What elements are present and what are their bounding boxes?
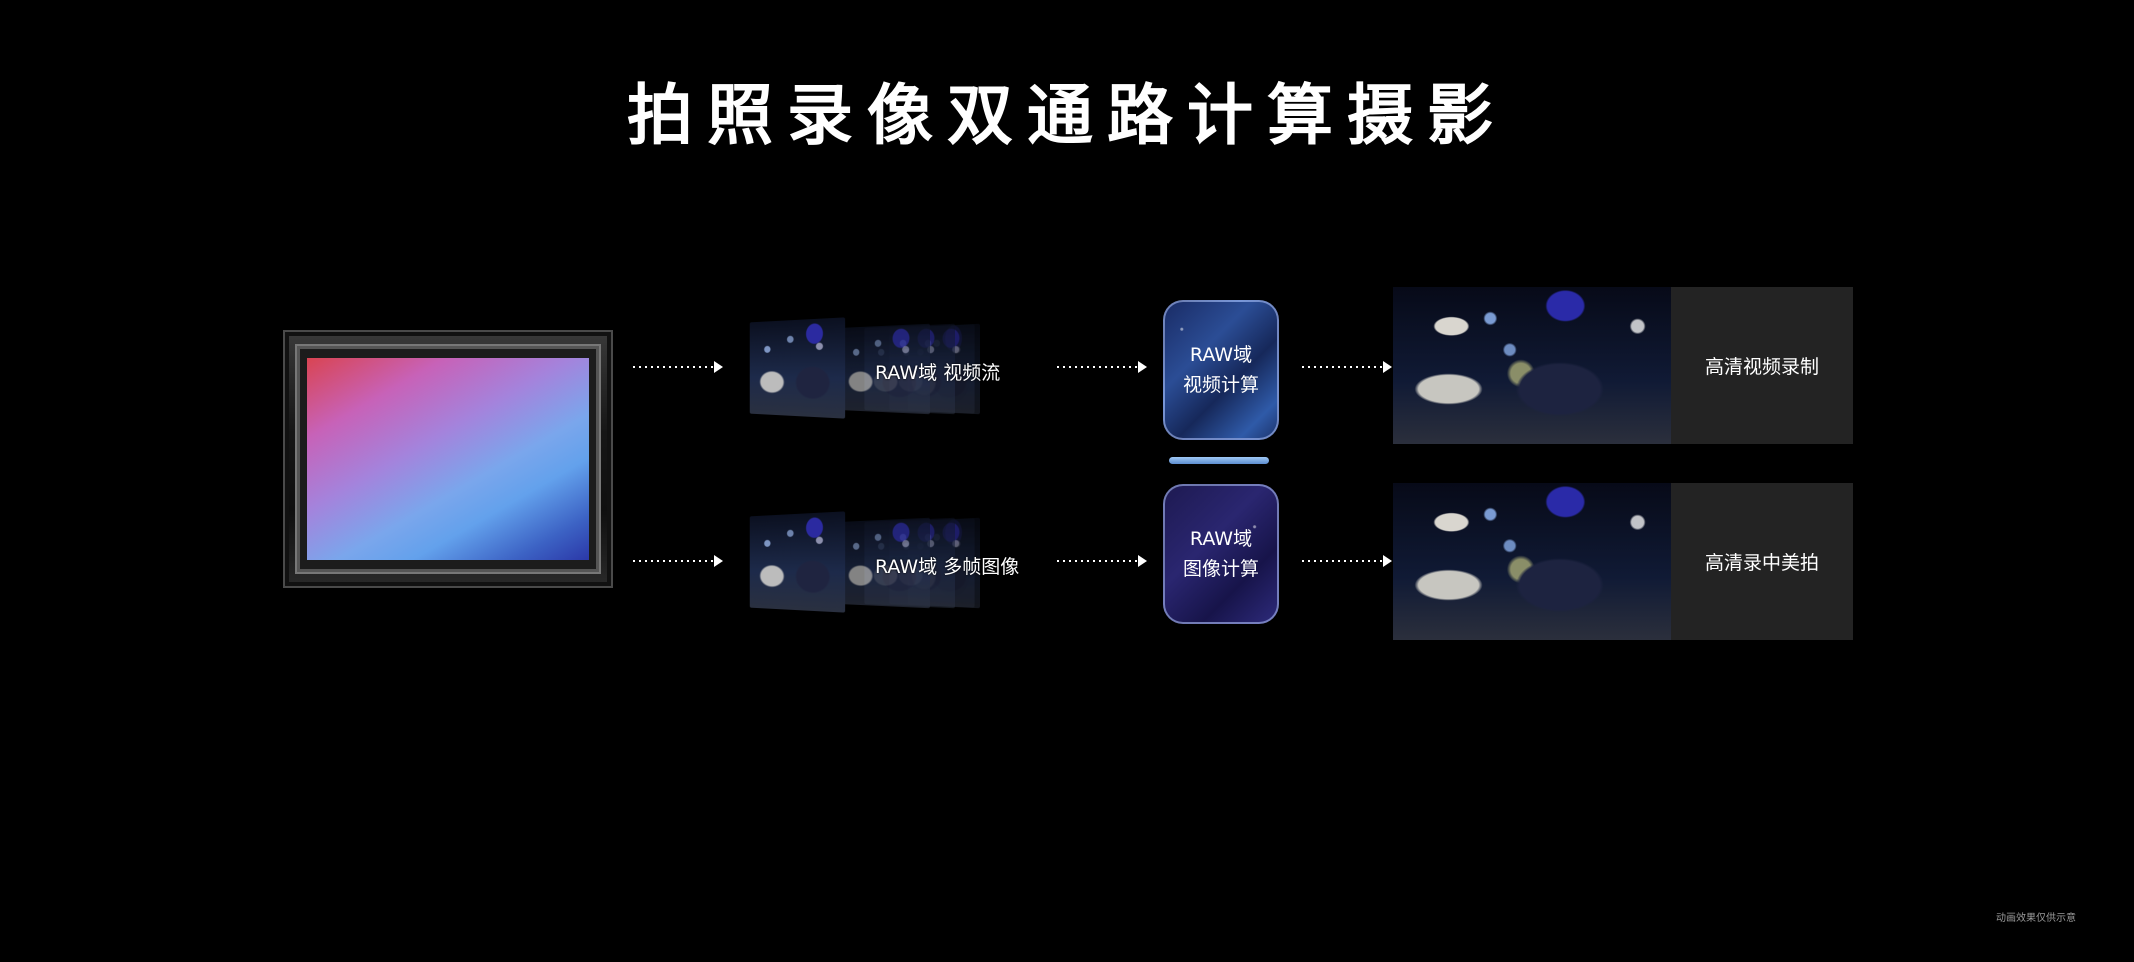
dotted-arrow-icon xyxy=(1057,361,1147,373)
page-title: 拍照录像双通路计算摄影 xyxy=(627,77,1507,154)
image-output-label: 高清录中美拍 xyxy=(1704,552,1819,574)
disclaimer: 动画效果仅供示意 xyxy=(1996,913,2076,924)
dotted-arrow-icon xyxy=(633,555,723,567)
image-stream-label: RAW域 多帧图像 xyxy=(875,556,1020,578)
image-sensor-icon xyxy=(283,330,613,588)
image-compute-chip: RAW域 图像计算 xyxy=(1163,484,1279,624)
dotted-arrow-icon xyxy=(633,361,723,373)
video-compute-chip: RAW域 视频计算 xyxy=(1163,300,1279,440)
video-stream-label: RAW域 视频流 xyxy=(875,362,1001,384)
video-compute-label-1: RAW域 xyxy=(1189,344,1253,366)
video-compute-label-2: 视频计算 xyxy=(1182,374,1259,396)
image-compute-label-1: RAW域 xyxy=(1189,528,1253,550)
dotted-arrow-icon xyxy=(1057,555,1147,567)
image-output-panel: 高清录中美拍 xyxy=(1393,483,1853,640)
chip-bridge xyxy=(1169,457,1269,464)
image-output-photo xyxy=(1393,483,1671,640)
dotted-arrow-icon xyxy=(1302,361,1392,373)
dotted-arrow-icon xyxy=(1302,555,1392,567)
sensor-gradient xyxy=(307,358,589,560)
video-output-photo xyxy=(1393,287,1671,444)
image-compute-label-2: 图像计算 xyxy=(1182,558,1259,580)
video-output-panel: 高清视频录制 xyxy=(1393,287,1853,444)
video-output-label: 高清视频录制 xyxy=(1704,356,1819,378)
